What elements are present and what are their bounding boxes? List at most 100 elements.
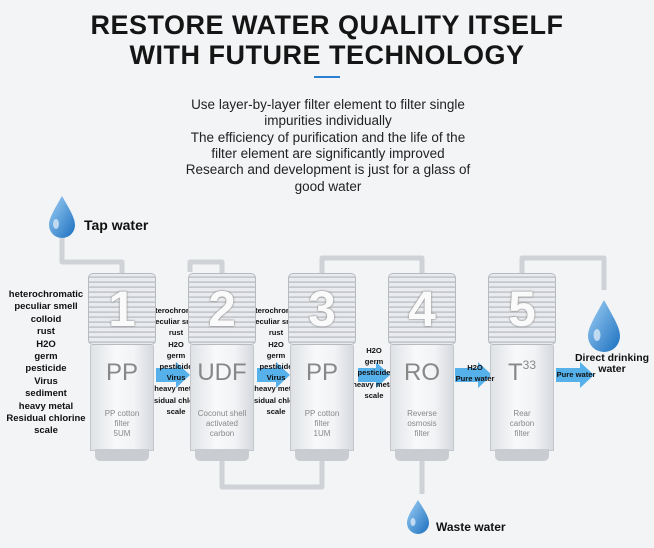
filter-cap bbox=[195, 449, 249, 461]
flow-arrow-3 bbox=[358, 362, 390, 388]
description-line-1: Use layer-by-layer filter element to fil… bbox=[191, 97, 465, 112]
filter-body bbox=[490, 345, 554, 451]
impurity-item: heterochromatic bbox=[146, 306, 206, 315]
impurity-item: pesticide bbox=[25, 363, 67, 375]
impurity-item: heavy metal bbox=[254, 384, 298, 394]
impurity-item: scale bbox=[166, 406, 186, 416]
impurity-item: H2O bbox=[36, 338, 56, 350]
filter-number: 3 bbox=[308, 281, 336, 337]
pipe-top-2 bbox=[187, 259, 225, 276]
page-title-line-2: WITH FUTURE TECHNOLOGY bbox=[129, 40, 525, 70]
impurity-item: Residual chlorine bbox=[144, 395, 208, 405]
filter-body bbox=[190, 345, 254, 451]
description-line-4: filter element are significantly improve… bbox=[211, 146, 445, 161]
filter-coil bbox=[288, 273, 356, 345]
filter-code: PP bbox=[105, 359, 138, 386]
filter-number: 1 bbox=[108, 281, 136, 337]
description-line-6: good water bbox=[294, 179, 362, 194]
pipe-top-3 bbox=[319, 255, 425, 276]
impurity-item: Pure water bbox=[455, 374, 495, 384]
impurity-item: H2O bbox=[366, 346, 382, 355]
flow-arrow-2 bbox=[257, 362, 290, 388]
impurity-item: H2O bbox=[268, 339, 284, 349]
filter-number: 4 bbox=[408, 281, 436, 337]
description-line-5: Research and development is just for a g… bbox=[185, 162, 471, 177]
filter-body bbox=[90, 345, 154, 451]
filter-cap bbox=[295, 449, 349, 461]
filter-coil bbox=[388, 273, 456, 345]
impurity-item: H2O bbox=[467, 363, 483, 372]
filter-cap bbox=[495, 449, 549, 461]
filter-code: RO bbox=[404, 359, 440, 386]
waste-water-label: Waste water bbox=[436, 520, 506, 534]
impurity-list-before-t33: H2O Pure water bbox=[450, 362, 500, 384]
impurity-item: heterochromatic bbox=[8, 289, 84, 300]
filter-cap bbox=[95, 449, 149, 461]
page-title-line-1: RESTORE WATER QUALITY ITSELF bbox=[90, 10, 564, 40]
direct-drinking-water-label: Direct drinking water bbox=[572, 353, 652, 375]
impurity-item: germ bbox=[166, 350, 186, 360]
tap-water-drop-icon bbox=[49, 196, 75, 238]
impurity-item: rust bbox=[168, 328, 184, 338]
title-accent-bar bbox=[314, 76, 340, 78]
impurity-item: heavy metal bbox=[154, 384, 198, 394]
filter-coil bbox=[88, 273, 156, 345]
impurity-item: scale bbox=[364, 390, 384, 400]
impurity-item: rust bbox=[268, 328, 284, 338]
impurity-item: Virus bbox=[166, 373, 186, 383]
filter-number: 5 bbox=[508, 281, 536, 337]
waste-water-drop-icon bbox=[407, 500, 429, 534]
pipe-bottom-2-3 bbox=[219, 461, 325, 490]
description-line-2: impurities individually bbox=[264, 113, 392, 128]
impurity-item: pesticide bbox=[159, 362, 193, 372]
inlet-pipe bbox=[59, 238, 125, 276]
filter-coil bbox=[188, 273, 256, 345]
impurity-item: Residual chlorine bbox=[6, 413, 86, 425]
impurity-item: heterochromatic bbox=[246, 306, 306, 315]
impurity-item: heavy metal bbox=[352, 379, 396, 389]
impurity-item: germ bbox=[34, 351, 58, 363]
impurity-item: scale bbox=[34, 425, 58, 437]
filter-coil bbox=[488, 273, 556, 345]
impurity-item: colloid bbox=[30, 313, 62, 325]
impurity-item: Pure water bbox=[556, 370, 596, 379]
impurity-item: peculiar smell bbox=[14, 301, 78, 313]
filter-code: PP bbox=[305, 359, 338, 386]
direct-drinking-label-line-2: water bbox=[598, 363, 626, 375]
impurity-item: H2O bbox=[168, 339, 184, 349]
description-line-3: The efficiency of purification and the l… bbox=[190, 130, 466, 145]
filter-code: UDF bbox=[197, 359, 247, 386]
filter-number: 2 bbox=[208, 281, 236, 337]
filter-body bbox=[390, 345, 454, 451]
filter-code: T33 bbox=[507, 358, 537, 386]
impurity-item: peculiar smell bbox=[150, 317, 202, 327]
impurity-item: Virus bbox=[34, 375, 58, 387]
impurity-item: pesticide bbox=[357, 368, 391, 378]
flow-arrow-5 bbox=[556, 362, 594, 388]
impurity-item: pesticide bbox=[259, 362, 293, 372]
direct-drinking-label-line-1: Direct drinking bbox=[574, 352, 650, 364]
impurity-item: Virus bbox=[266, 373, 286, 383]
impurity-item: germ bbox=[364, 357, 384, 367]
impurity-item: scale bbox=[266, 406, 286, 416]
flow-arrow-1 bbox=[156, 362, 190, 388]
drinking-water-drop-icon bbox=[588, 300, 620, 352]
pipe-top-5 bbox=[519, 255, 607, 290]
impurity-item: rust bbox=[37, 326, 55, 338]
impurity-list-after-t33: Pure water bbox=[551, 369, 601, 380]
